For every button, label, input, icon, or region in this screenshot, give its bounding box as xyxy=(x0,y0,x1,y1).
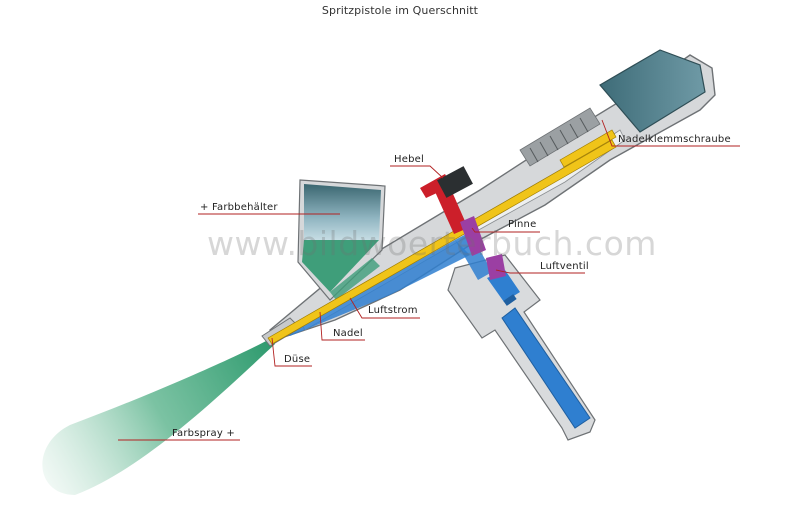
label-nadel: Nadel xyxy=(333,328,363,339)
label-duese: Düse xyxy=(284,354,311,365)
label-luftstrom: Luftstrom xyxy=(368,305,418,316)
diagram-title: Spritzpistole im Querschnitt xyxy=(321,4,479,17)
tail-cap xyxy=(599,49,706,133)
watermark: www.bildwoerterbuch.com xyxy=(207,224,657,263)
lever xyxy=(420,166,473,234)
air-channel xyxy=(282,240,470,336)
needle xyxy=(267,139,617,345)
label-luftventil: Luftventil xyxy=(540,261,589,272)
label-hebel: Hebel xyxy=(394,154,424,165)
pin xyxy=(460,216,486,256)
label-farbspray: Farbspray + xyxy=(172,428,235,439)
label-nadelklemmschraube: Nadelklemmschraube xyxy=(618,134,731,145)
air-valve xyxy=(486,254,506,280)
paint-cup xyxy=(297,179,386,301)
paint-spray-cone xyxy=(42,338,275,495)
label-pinne: Pinne xyxy=(508,219,537,230)
handle-part xyxy=(447,254,596,441)
label-farbbehaelter: + Farbbehälter xyxy=(200,202,278,213)
